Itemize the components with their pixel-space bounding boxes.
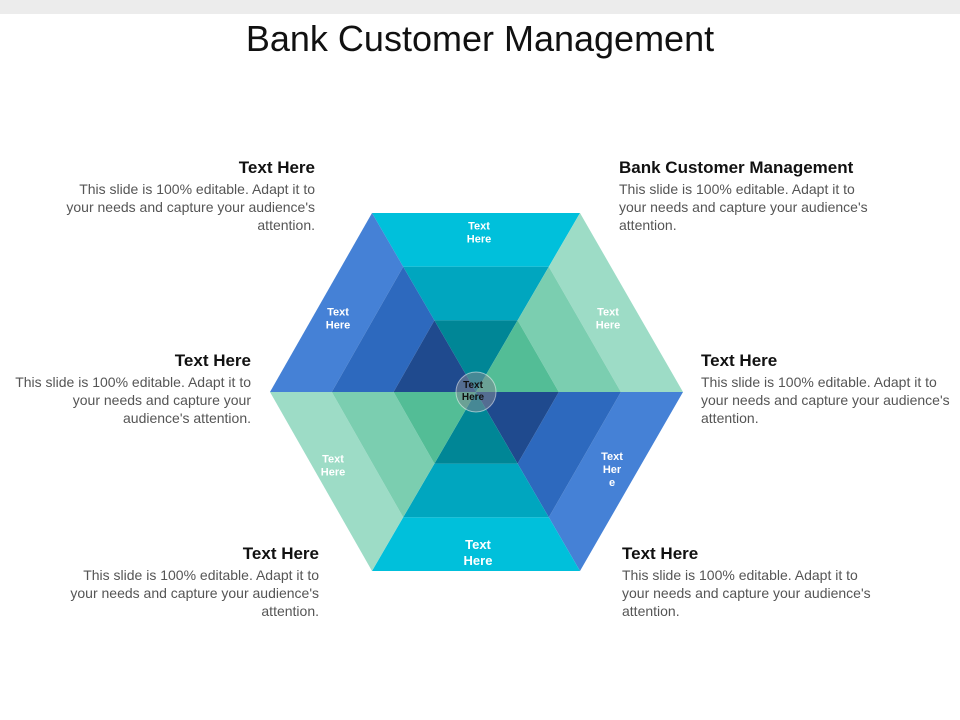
block-body: This slide is 100% editable. Adapt it to…	[15, 374, 251, 426]
hexagon-segment-bottom	[372, 392, 580, 571]
segment-band-1	[372, 517, 580, 571]
segment-band-3	[476, 320, 559, 392]
hexagon-segment-upper-right	[476, 213, 683, 392]
block-body: This slide is 100% editable. Adapt it to…	[70, 567, 319, 619]
segment-band-2	[403, 463, 549, 518]
segment-band-3	[393, 320, 476, 392]
center-circle	[455, 371, 497, 413]
segment-band-1	[548, 392, 683, 571]
segment-band-2	[403, 266, 549, 321]
block-heading: Text Here	[622, 544, 699, 563]
block-heading: Text Here	[174, 351, 251, 370]
hexagon-segment-lower-left	[270, 392, 476, 571]
page-title: Bank Customer Management	[245, 18, 715, 59]
segment-band-3	[434, 320, 518, 392]
block-heading: Bank Customer Management	[619, 158, 854, 177]
top-bar	[0, 0, 960, 14]
text-block-mid-right: Text Here This slide is 100% editable. A…	[701, 351, 953, 427]
hexagon-segment-lower-right	[476, 392, 683, 571]
block-heading: Text Here	[238, 158, 315, 177]
text-block-mid-left: Text Here This slide is 100% editable. A…	[10, 351, 251, 427]
segment-band-1	[548, 213, 683, 392]
hexagon-segment-top	[372, 213, 580, 392]
segment-band-3	[434, 392, 518, 464]
segment-band-1	[270, 392, 404, 571]
segment-band-2	[331, 266, 435, 392]
segment-band-3	[476, 392, 559, 464]
segment-band-2	[517, 392, 621, 518]
segment-band-3	[393, 392, 476, 464]
block-body: This slide is 100% editable. Adapt it to…	[622, 567, 871, 619]
text-block-top-left: Text Here This slide is 100% editable. A…	[65, 158, 315, 234]
text-block-bottom-left: Text Here This slide is 100% editable. A…	[69, 544, 319, 620]
block-body: This slide is 100% editable. Adapt it to…	[66, 181, 315, 233]
text-block-bottom-right: Text Here This slide is 100% editable. A…	[622, 544, 872, 620]
segment-band-1	[270, 213, 404, 392]
block-body: This slide is 100% editable. Adapt it to…	[701, 374, 950, 426]
hexagon-segment-upper-left	[270, 213, 476, 392]
text-block-top-right: Bank Customer Management This slide is 1…	[619, 158, 889, 234]
block-heading: Text Here	[701, 351, 778, 370]
segment-band-1	[372, 213, 580, 267]
block-heading: Text Here	[242, 544, 319, 563]
segment-band-2	[517, 266, 621, 392]
block-body: This slide is 100% editable. Adapt it to…	[619, 181, 868, 233]
segment-band-2	[331, 392, 435, 518]
